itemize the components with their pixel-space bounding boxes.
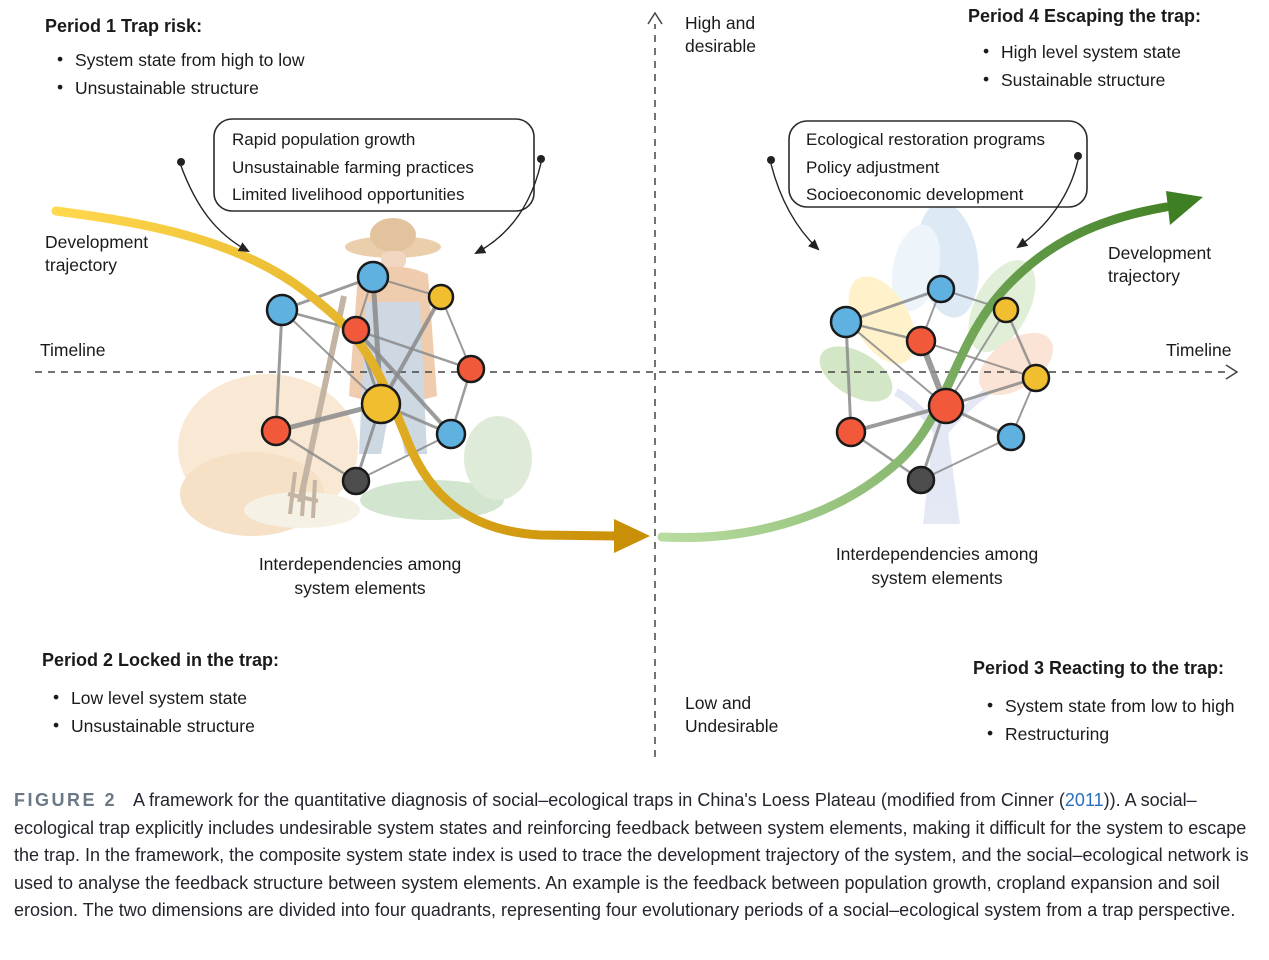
figure-number-label: FIGURE 2 (14, 790, 118, 810)
farmer-illustration (178, 218, 532, 536)
green-arrowhead (1166, 191, 1203, 225)
network-node (905, 325, 937, 357)
network-node (356, 260, 390, 294)
left-network-nodes (260, 260, 486, 496)
period3-bullet-2: Restructuring (982, 723, 1235, 745)
y-axis-bottom-label: Low and Undesirable (685, 693, 779, 736)
period3-title: Period 3 Reacting to the trap: (973, 658, 1225, 678)
y-axis-top-label: High and desirable (685, 13, 757, 56)
left-callout-line-3: Limited livelihood opportunities (232, 185, 465, 204)
network-node (260, 415, 292, 447)
network-node (341, 315, 371, 345)
network-node (926, 274, 956, 304)
caption-text-before-link: A framework for the quantitative diagnos… (133, 790, 1065, 810)
connector-dot (537, 155, 545, 163)
period1-bullet-1: System state from high to low (52, 49, 305, 71)
development-trajectory-right-label: Development trajectory (1108, 243, 1212, 286)
right-callout-text: Ecological restoration programs Policy a… (806, 126, 1045, 209)
period4-bullet-2: Sustainable structure (978, 69, 1181, 91)
framework-diagram (35, 11, 1239, 757)
network-node (829, 305, 863, 339)
period4-bullet-1: High level system state (978, 41, 1181, 63)
network-node (927, 387, 965, 425)
period1-bullet-2: Unsustainable structure (52, 77, 305, 99)
right-network-nodes (829, 274, 1051, 495)
timeline-right-label: Timeline (1166, 340, 1232, 360)
right-callout-line-3: Socioeconomic development (806, 185, 1024, 204)
yellow-arrowhead (614, 519, 650, 553)
network-node (360, 383, 402, 425)
network-node (996, 422, 1026, 452)
period2-bullet-1: Low level system state (48, 687, 255, 709)
timeline-left-label: Timeline (40, 340, 106, 360)
left-callout-line-1: Rapid population growth (232, 130, 416, 149)
right-network-label: Interdependencies among system elements (835, 544, 1039, 588)
network-node (341, 466, 371, 496)
development-trajectory-left-label: Development trajectory (45, 232, 149, 275)
left-callout-box (213, 118, 535, 212)
system-state-axis (647, 11, 663, 757)
period2-bullets: Low level system state Unsustainable str… (48, 687, 255, 744)
period2-title: Period 2 Locked in the trap: (42, 650, 280, 670)
caption-text-after-link: )). A social–ecological trap explicitly … (14, 790, 1249, 921)
connector-dot (1074, 152, 1082, 160)
period4-title: Period 4 Escaping the trap: (968, 6, 1202, 26)
network-node (456, 354, 486, 384)
network-node (906, 465, 936, 495)
figure-caption: FIGURE 2 A framework for the quantitative… (14, 787, 1255, 925)
period2-bullet-2: Unsustainable structure (48, 715, 255, 737)
period4-bullets: High level system state Sustainable stru… (978, 41, 1181, 98)
period3-bullets: System state from low to high Restructur… (982, 695, 1235, 752)
right-callout-box (788, 120, 1088, 208)
network-node (265, 293, 299, 327)
network-node (1021, 363, 1051, 393)
network-node (435, 418, 467, 450)
network-node (835, 416, 867, 448)
left-callout-text: Rapid population growth Unsustainable fa… (232, 126, 474, 209)
period1-bullets: System state from high to low Unsustaina… (52, 49, 305, 106)
left-callout-line-2: Unsustainable farming practices (232, 157, 474, 177)
timeline-axis (35, 364, 1239, 380)
network-node (427, 283, 455, 311)
left-network-label: Interdependencies among system elements (258, 554, 462, 598)
citation-link[interactable]: 2011 (1064, 790, 1104, 810)
connector-dot (177, 158, 185, 166)
callout-connectors (177, 152, 1082, 254)
period3-bullet-1: System state from low to high (982, 695, 1235, 717)
right-callout-line-1: Ecological restoration programs (806, 130, 1046, 149)
network-node (992, 296, 1020, 324)
right-callout-line-2: Policy adjustment (806, 157, 940, 177)
period1-title: Period 1 Trap risk: (45, 16, 203, 36)
connector-dot (767, 156, 775, 164)
